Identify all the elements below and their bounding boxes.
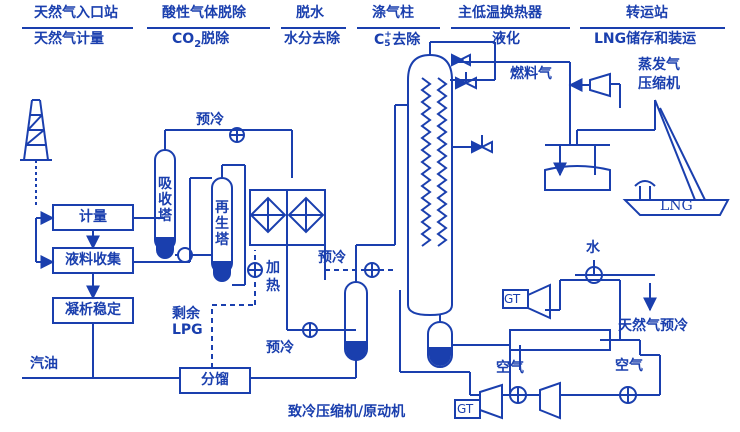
- main-cryogenic-heat-exchanger: [407, 53, 453, 317]
- c5-rest: 去除: [392, 32, 421, 48]
- header-inlet-station: 天然气入口站: [34, 5, 118, 21]
- gas-turbine-label: GT: [457, 402, 474, 416]
- regenerator-label: 再生塔: [215, 200, 229, 248]
- header-main-heat-exchanger: 主低温换热器: [458, 5, 542, 21]
- propane-precool-exchanger: [509, 329, 611, 351]
- residual-lpg-label-line2: LPG: [172, 322, 203, 338]
- residual-lpg-label-line1: 剩余: [172, 306, 200, 322]
- c5-superscript: +: [384, 30, 392, 40]
- absorber-label: 吸收塔: [158, 176, 172, 224]
- fractionation-label: 分馏: [201, 372, 229, 388]
- refrigerant-compressor-icon: [479, 383, 503, 420]
- gas-well-derrick-icon: [20, 99, 52, 205]
- header-lng-storage-shipping: LNG储存和装运: [594, 31, 697, 47]
- header-scrubber: 涤气柱: [372, 5, 414, 21]
- compressor-icon: [539, 381, 561, 420]
- boiloff-compressor-icon: [589, 72, 611, 98]
- condensate-stab-label: 凝析稳定: [65, 302, 121, 318]
- water-label: 水: [586, 240, 600, 256]
- lng-storage-tank: [544, 165, 611, 191]
- header-co2-removal: CO2脱除: [172, 31, 230, 50]
- precool-label: 预冷: [266, 340, 294, 356]
- fractionation-box: [179, 367, 251, 394]
- c5-text: C: [374, 32, 385, 48]
- header-transfer-station: 转运站: [626, 5, 668, 21]
- gas-turbine-box: [502, 289, 529, 309]
- header-liquefaction: 液化: [492, 31, 520, 47]
- lng-carrier-ship-icon: [622, 199, 730, 216]
- c5-sup-sub: +5: [384, 31, 392, 49]
- gasoline-label: 汽油: [30, 356, 58, 372]
- header-gas-metering: 天然气计量: [34, 31, 104, 47]
- co2-text: CO: [172, 31, 195, 47]
- header-dehydration: 脱水: [296, 5, 324, 21]
- header-water-removal: 水分去除: [284, 31, 340, 47]
- refrigerant-compressor-label: 致冷压缩机/原动机: [288, 404, 406, 420]
- gas-turbine-label: GT: [504, 292, 521, 306]
- heat-label-line1: 加: [266, 260, 280, 276]
- co2-subscript: 2: [194, 39, 202, 50]
- air-label: 空气: [496, 360, 524, 376]
- boiloff-compressor-label-line1: 蒸发气: [638, 57, 680, 73]
- metering-label: 计量: [79, 209, 107, 225]
- fuel-gas-label: 燃料气: [510, 66, 552, 82]
- natural-gas-precool-label: 天然气预冷: [618, 318, 688, 334]
- heat-label-line2: 热: [266, 278, 280, 294]
- compressor-icon: [527, 283, 551, 320]
- air-label: 空气: [615, 358, 643, 374]
- liquid-collect-label: 液料收集: [65, 252, 121, 268]
- boiloff-compressor-label-line2: 压缩机: [638, 76, 680, 92]
- header-acid-gas-removal: 酸性气体脱除: [162, 5, 246, 21]
- c5-subscript: 5: [384, 39, 391, 49]
- precool-label: 预冷: [318, 250, 346, 266]
- lng-ship-label: LNG: [660, 198, 693, 214]
- gas-turbine-box: [454, 399, 481, 419]
- co2-rest: 脱除: [201, 31, 230, 47]
- precool-label: 预冷: [196, 112, 224, 128]
